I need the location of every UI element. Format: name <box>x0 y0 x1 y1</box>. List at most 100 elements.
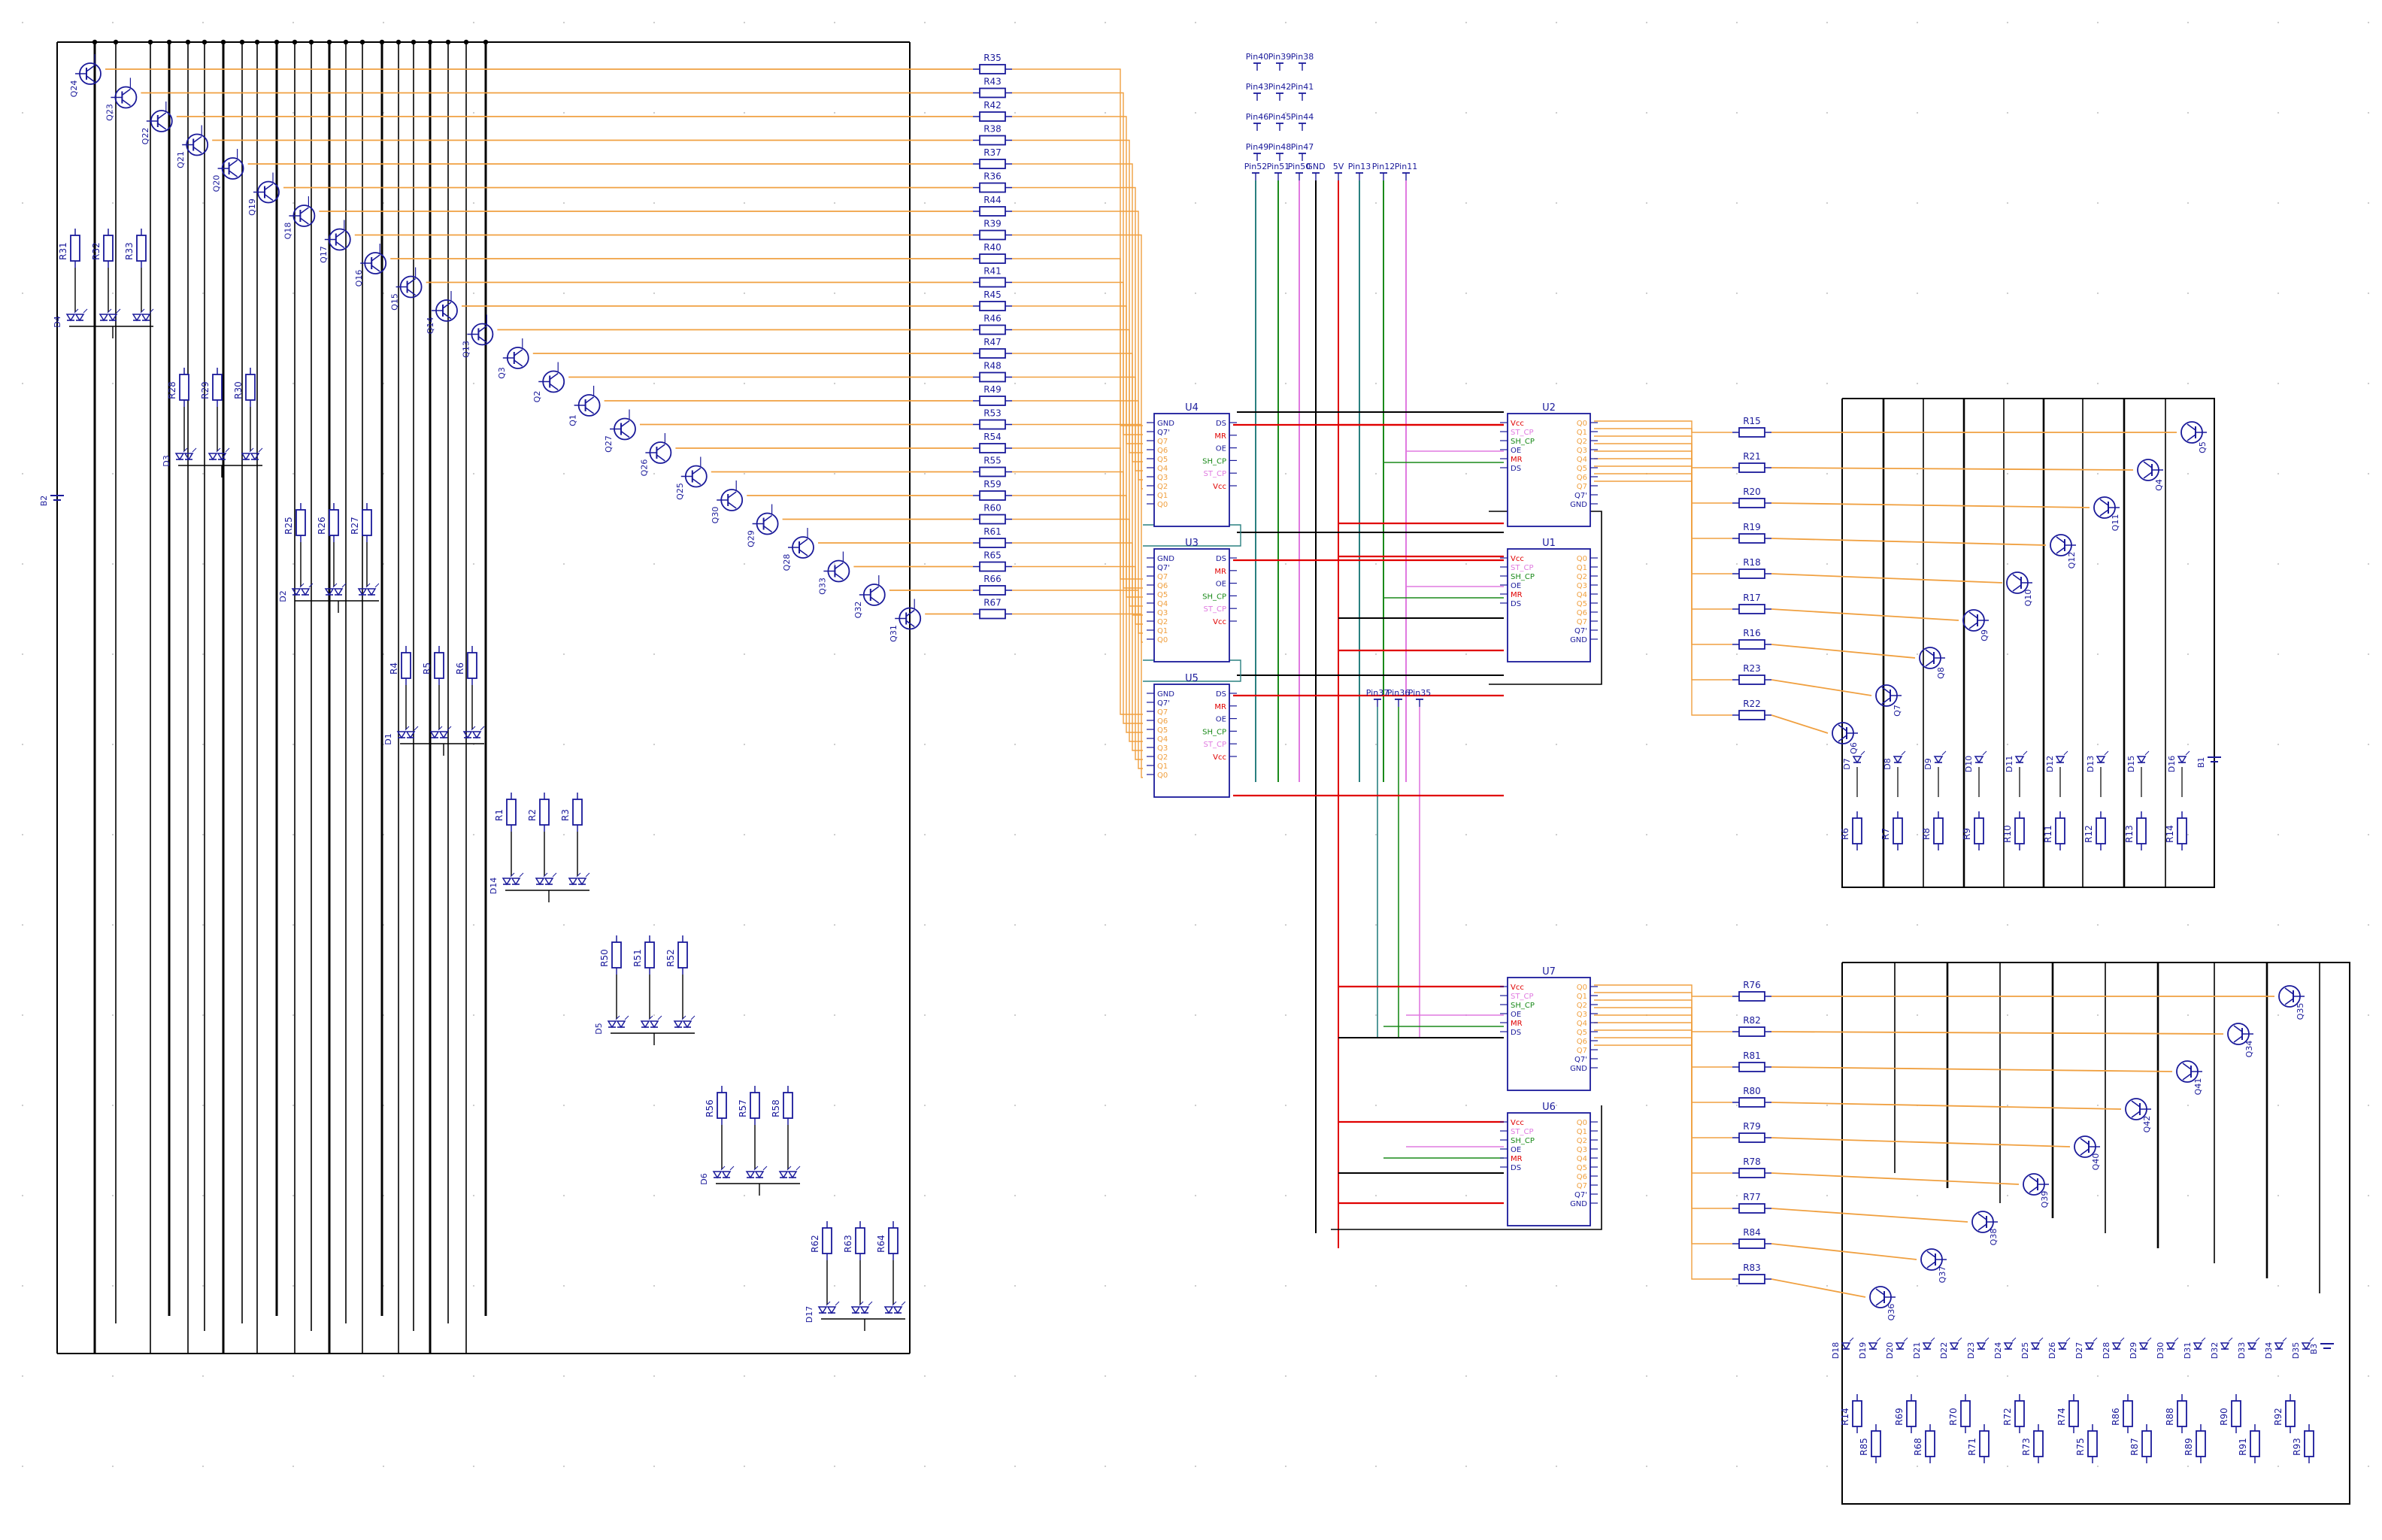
led-ray <box>1860 750 1865 756</box>
resistor-R38 <box>973 135 1012 146</box>
ic-output-wire <box>1594 984 1732 997</box>
transistor-collector <box>2099 499 2109 506</box>
resistor-R36 <box>973 182 1012 193</box>
ic-pin-label: Q6 <box>1577 1173 1587 1181</box>
transistor-emitter <box>157 123 167 130</box>
led-ray <box>543 872 548 878</box>
transistor-label: Q34 <box>2244 1041 2254 1058</box>
led-triangle <box>682 1020 692 1029</box>
ic-body <box>1153 684 1230 798</box>
ic-output-wire <box>1594 1044 1732 1280</box>
led-ray <box>519 872 524 878</box>
resistor-R6 <box>467 646 477 685</box>
led-ray <box>796 1166 801 1171</box>
resistor-R41 <box>973 277 1012 288</box>
led-triangle <box>1922 1342 1932 1351</box>
led-triangle <box>366 588 377 596</box>
transistor-label: Q35 <box>2296 1003 2305 1020</box>
resistor-label: R64 <box>876 1235 886 1253</box>
ic-output-wire <box>1012 613 1143 778</box>
led-label: D11 <box>2005 756 2014 772</box>
resistor-R18 <box>1732 568 1771 579</box>
led-triangle <box>577 878 587 886</box>
led-triangle <box>74 314 85 322</box>
pin-label: Pin40 <box>1246 52 1268 62</box>
pin-label: Pin44 <box>1291 112 1314 122</box>
ic-pin-label: Q2 <box>1157 753 1168 762</box>
led-triangle <box>535 878 545 886</box>
led-triangle <box>2003 1342 2014 1351</box>
led-D24 <box>2003 1337 2017 1351</box>
led-triangle <box>1893 756 1903 764</box>
resistor-label: R49 <box>983 384 1002 395</box>
transistor-label: Q7 <box>1893 705 1902 717</box>
transistor-collector <box>2187 423 2196 431</box>
group-led-label: D1 <box>383 733 393 744</box>
resistor-R79 <box>1732 1132 1771 1143</box>
led-triangle <box>2055 756 2065 764</box>
led-segment <box>74 308 88 322</box>
ic-output-wire <box>1012 211 1143 480</box>
pin-GND <box>1312 172 1320 180</box>
transistor-Q22 <box>146 110 173 132</box>
group-led-label: D5 <box>594 1023 604 1034</box>
led-triangle <box>2136 756 2147 764</box>
transistor-Q35 <box>2278 985 2305 1008</box>
transistor-emitter <box>2080 1148 2090 1156</box>
transistor-label: Q24 <box>69 80 79 98</box>
resistor-label: R82 <box>1743 1015 1761 1026</box>
led-label: D25 <box>2020 1342 2030 1359</box>
resistor-label: R37 <box>983 147 1002 158</box>
resistor-body <box>1906 1400 1917 1427</box>
ic-pin-label: Q4 <box>1577 591 1587 599</box>
resistor-R9 <box>1974 811 1984 850</box>
led-segment <box>640 1015 653 1029</box>
led-ray <box>258 447 263 453</box>
ic-pin-label: SH_CP <box>1511 1002 1535 1010</box>
transistor-Q21 <box>182 133 209 156</box>
resistor-body <box>979 182 1006 193</box>
resistor-body <box>1738 639 1765 650</box>
transistor-label: Q27 <box>604 435 614 453</box>
ic-pin-label: GND <box>1157 420 1174 428</box>
resistor-R5 <box>434 646 444 685</box>
resistor-R65 <box>973 561 1012 572</box>
led-ray <box>753 1166 759 1171</box>
resistor-body <box>2068 1400 2079 1427</box>
led-ray <box>2201 1337 2206 1342</box>
led-triangle <box>502 878 512 886</box>
transistor-emitter <box>2284 998 2294 1005</box>
transistor-label: Q28 <box>782 554 792 571</box>
led-label: D15 <box>2126 756 2136 772</box>
ic-pin-label: Q0 <box>1157 636 1168 644</box>
resistor-body <box>1979 1430 1990 1457</box>
resistor-body <box>1893 817 1903 844</box>
led-ray <box>624 1015 629 1020</box>
led-ray <box>826 1301 831 1306</box>
base-drive-wire <box>1771 1208 1968 1223</box>
pin-label: Pin39 <box>1268 52 1291 62</box>
rail-junction <box>445 39 451 45</box>
group-led-label: D4 <box>53 316 62 327</box>
ic-pin-label: Q5 <box>1157 591 1168 599</box>
ic-pin-label: Q7 <box>1577 1047 1587 1055</box>
led-ray <box>2228 1337 2233 1342</box>
led-D28 <box>2111 1337 2125 1351</box>
resistor-label: R20 <box>1743 487 1761 497</box>
resistor-body <box>2096 817 2106 844</box>
ic-pin-label: Q5 <box>1157 456 1168 464</box>
ic-pin-label: GND <box>1570 1065 1587 1073</box>
base-drive-wire <box>1771 679 1872 696</box>
led-triangle <box>649 1020 659 1029</box>
ic-pin-label: OE <box>1216 716 1226 724</box>
resistor-R71 <box>1979 1424 1990 1463</box>
transistor-emitter <box>2182 1073 2192 1081</box>
resistor-body <box>1974 817 1984 844</box>
ic-pin-label: Q6 <box>1157 582 1168 590</box>
led-ray <box>786 1166 792 1171</box>
led-triangle <box>1949 1342 1959 1351</box>
resistor-body <box>979 443 1006 453</box>
ic-pin-label: ST_CP <box>1204 605 1226 614</box>
ic-pin-label: Q0 <box>1157 772 1168 780</box>
rail-junction <box>254 39 260 45</box>
